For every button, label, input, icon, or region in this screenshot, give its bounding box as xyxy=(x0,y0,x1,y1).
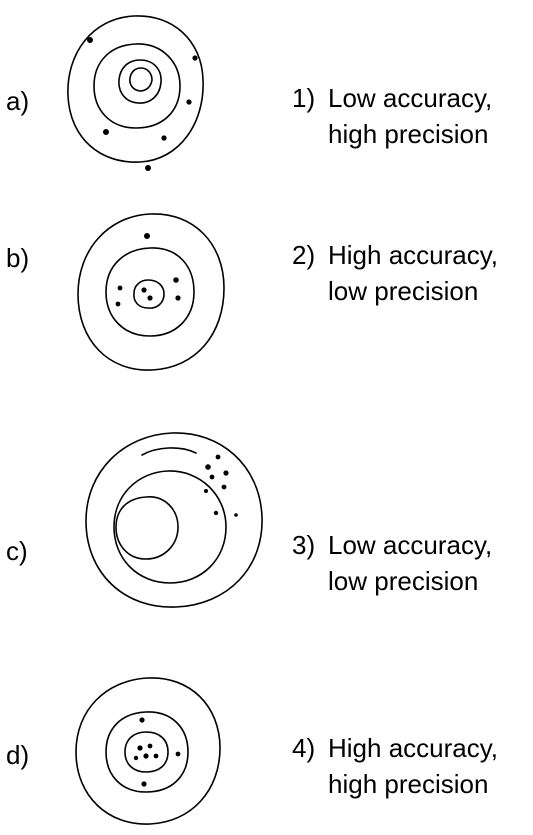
description-1-number: 1) xyxy=(292,83,316,113)
target-b-outer-ring xyxy=(77,213,225,371)
target-c-inner-ring xyxy=(141,447,197,456)
shot-dot xyxy=(133,755,139,761)
shot-dot xyxy=(175,295,181,301)
target-b-inner-ring xyxy=(133,279,165,309)
shot-dot xyxy=(221,484,227,490)
target-b-drawing xyxy=(77,213,225,371)
description-2-number: 2) xyxy=(292,240,316,270)
description-1-line2: high precision xyxy=(328,119,489,149)
shot-dot xyxy=(87,37,93,43)
description-3-line1: Low accuracy, xyxy=(328,530,493,560)
shot-dot xyxy=(147,295,153,301)
shot-dot xyxy=(141,287,147,293)
shot-dot xyxy=(161,135,167,141)
description-2-line2: low precision xyxy=(328,276,479,306)
shot-dot xyxy=(215,454,221,460)
shot-dot xyxy=(153,753,159,759)
shot-dot xyxy=(137,745,143,751)
target-b-middle-ring xyxy=(105,247,195,337)
description-2: 2) High accuracy, low precision xyxy=(292,237,498,309)
shot-dot xyxy=(209,474,215,480)
shot-dot xyxy=(117,285,123,291)
description-4-number: 4) xyxy=(292,733,316,763)
target-a-bullseye xyxy=(129,67,153,92)
shot-dot xyxy=(204,489,208,493)
shot-dot xyxy=(213,510,219,516)
target-c-bullseye xyxy=(115,496,179,560)
target-a-middle-ring xyxy=(93,43,181,129)
target-a-drawing xyxy=(67,15,204,171)
target-d-label: d) xyxy=(6,740,30,770)
description-1-line1: Low accuracy, xyxy=(328,83,493,113)
description-3-line2: low precision xyxy=(328,566,479,596)
target-c-outer-ring xyxy=(85,432,263,608)
target-b-label: b) xyxy=(6,243,30,273)
target-a-outer-ring xyxy=(67,15,204,163)
shot-dot xyxy=(223,470,229,476)
shot-dot xyxy=(173,277,179,283)
shot-dot xyxy=(145,165,151,171)
target-a-inner-ring xyxy=(118,59,162,104)
description-4-line2: high precision xyxy=(328,769,489,799)
shot-dot xyxy=(103,129,109,135)
target-a-label: a) xyxy=(6,86,30,116)
target-c-label: c) xyxy=(6,536,28,566)
target-d-inner-ring xyxy=(124,731,169,773)
shot-dot xyxy=(175,751,181,757)
shot-dot xyxy=(144,233,150,239)
shot-dot xyxy=(147,743,153,749)
shot-dot xyxy=(186,99,192,105)
target-d-drawing xyxy=(75,677,221,825)
description-4-line1: High accuracy, xyxy=(328,733,499,763)
shot-dot xyxy=(205,464,211,470)
description-4: 4) High accuracy, high precision xyxy=(292,730,498,802)
shot-dot xyxy=(115,301,121,307)
description-2-line1: High accuracy, xyxy=(328,240,499,270)
description-1: 1) Low accuracy, high precision xyxy=(292,80,492,152)
target-d-outer-ring xyxy=(75,677,221,825)
description-3-number: 3) xyxy=(292,530,316,560)
target-c-drawing xyxy=(85,432,263,608)
shot-dot xyxy=(234,513,238,517)
shot-dot xyxy=(143,753,149,759)
shot-dot xyxy=(139,717,145,723)
shot-dot xyxy=(192,55,198,61)
description-3: 3) Low accuracy, low precision xyxy=(292,527,492,599)
target-d-middle-ring xyxy=(105,711,189,793)
shot-dot xyxy=(141,781,147,787)
target-c-middle-ring xyxy=(113,470,227,584)
